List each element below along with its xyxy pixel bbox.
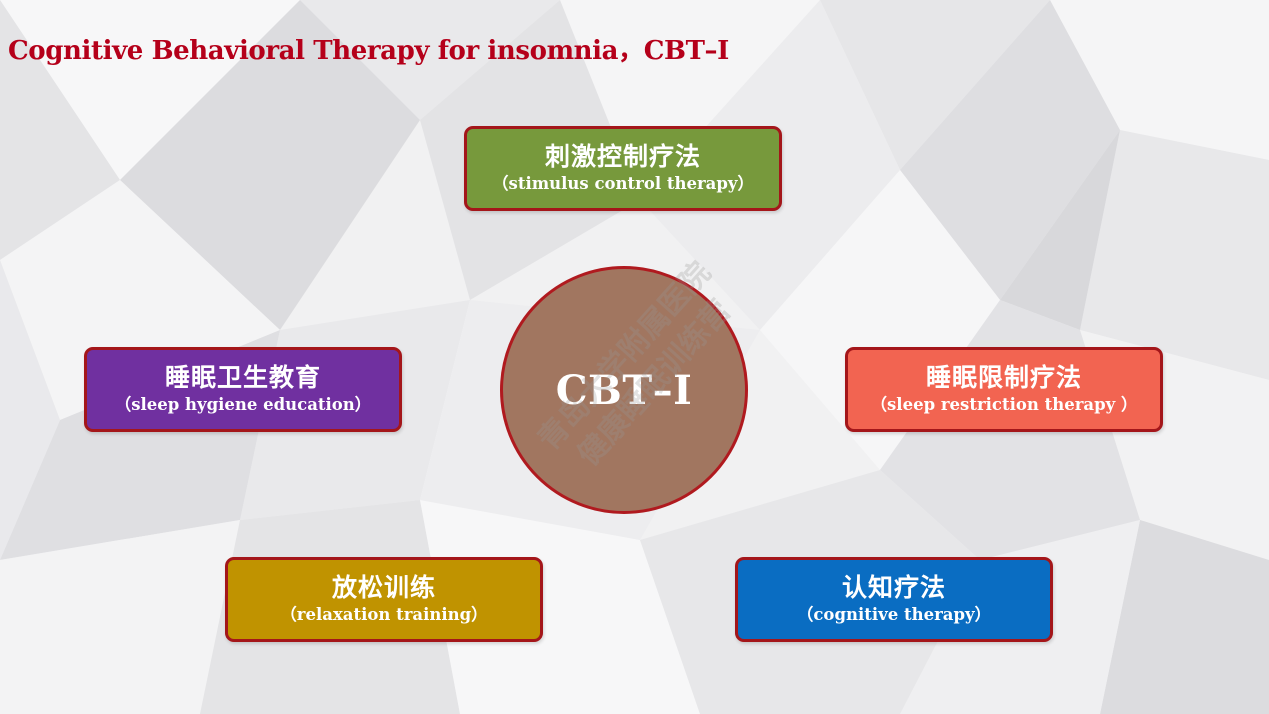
relaxation-training-en-label: （relaxation training） xyxy=(280,605,488,624)
stimulus-control-therapy-box: 刺激控制疗法 （stimulus control therapy） xyxy=(464,126,782,211)
relaxation-training-zh-label: 放松训练 xyxy=(331,573,436,602)
sleep-restriction-therapy-box: 睡眠限制疗法 （sleep restriction therapy ） xyxy=(845,347,1163,432)
relaxation-training-box: 放松训练 （relaxation training） xyxy=(225,557,543,642)
sleep-hygiene-zh-label: 睡眠卫生教育 xyxy=(164,363,321,392)
center-label: CBT–I xyxy=(555,366,693,414)
sleep-hygiene-en-label: （sleep hygiene education） xyxy=(114,395,372,414)
cognitive-therapy-box: 认知疗法 （cognitive therapy） xyxy=(735,557,1053,642)
cognitive-therapy-en-label: （cognitive therapy） xyxy=(796,605,992,624)
sleep-hygiene-education-box: 睡眠卫生教育 （sleep hygiene education） xyxy=(84,347,402,432)
cbt-i-center-circle: CBT–I xyxy=(500,266,748,514)
sleep-restriction-zh-label: 睡眠限制疗法 xyxy=(925,363,1082,392)
stimulus-control-en-label: （stimulus control therapy） xyxy=(492,174,754,193)
page-title: Cognitive Behavioral Therapy for insomni… xyxy=(8,36,729,66)
sleep-restriction-en-label: （sleep restriction therapy ） xyxy=(870,395,1138,414)
stimulus-control-zh-label: 刺激控制疗法 xyxy=(544,142,701,171)
cognitive-therapy-zh-label: 认知疗法 xyxy=(841,573,946,602)
